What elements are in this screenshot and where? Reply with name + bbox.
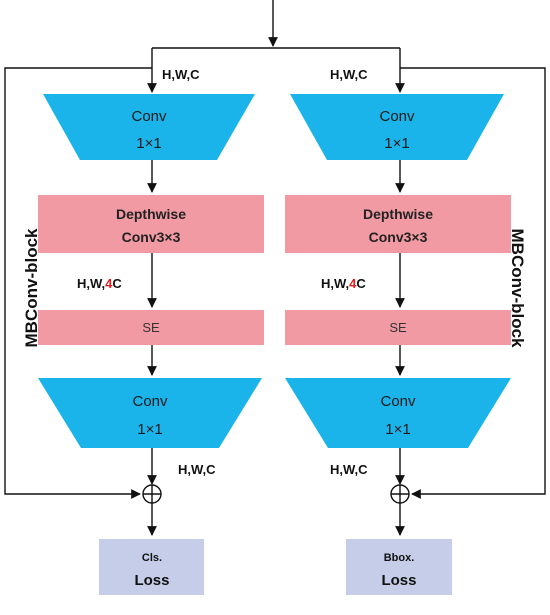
right-conv-bottom-line1: Conv [380,393,416,410]
right-output-dims: H,W,C [330,462,368,477]
bbox-loss-line2: Loss [381,572,416,589]
right-expanded-dims: H,W,4C [321,276,366,291]
right-depthwise-line1: Depthwise [363,206,433,222]
left-conv-bottom-trapezoid [38,378,262,448]
right-mbconv-block-label: MBConv-block [508,229,527,349]
cls-loss-box [99,539,204,595]
cls-loss-line1: Cls. [142,552,162,564]
left-se-label: SE [142,320,160,335]
left-expanded-dims: H,W,4C [77,276,122,291]
bbox-loss-line1: Bbox. [384,552,415,564]
left-branch: Conv 1×1 Depthwise Conv3×3 H,W,4C SE Con… [38,94,264,595]
right-depthwise-block [285,195,511,253]
right-input-dims: H,W,C [330,67,368,82]
left-output-dims: H,W,C [178,462,216,477]
right-conv-top-line2: 1×1 [384,135,409,152]
left-skip-connection [4,67,152,499]
left-mbconv-block-label: MBConv-block [22,228,41,348]
right-conv-top-trapezoid [290,94,504,160]
bbox-loss-box [346,539,452,595]
right-conv-top-line1: Conv [379,108,415,125]
right-depthwise-line2: Conv3×3 [369,229,428,245]
left-se-block [38,310,264,345]
left-conv-top-line1: Conv [131,108,167,125]
left-depthwise-block [38,195,264,253]
left-input-dims: H,W,C [162,67,200,82]
right-conv-bottom-line2: 1×1 [385,421,410,438]
cls-loss-line2: Loss [134,572,169,589]
left-conv-top-trapezoid [43,94,255,160]
right-se-block [285,310,511,345]
left-conv-bottom-line1: Conv [132,393,168,410]
left-conv-top-line2: 1×1 [136,135,161,152]
right-skip-connection [400,67,546,499]
right-se-label: SE [389,320,407,335]
right-conv-bottom-trapezoid [285,378,511,448]
left-depthwise-line2: Conv3×3 [122,229,181,245]
right-branch: Conv 1×1 Depthwise Conv3×3 H,W,4C SE Con… [285,94,511,595]
left-depthwise-line1: Depthwise [116,206,186,222]
left-conv-bottom-line2: 1×1 [137,421,162,438]
